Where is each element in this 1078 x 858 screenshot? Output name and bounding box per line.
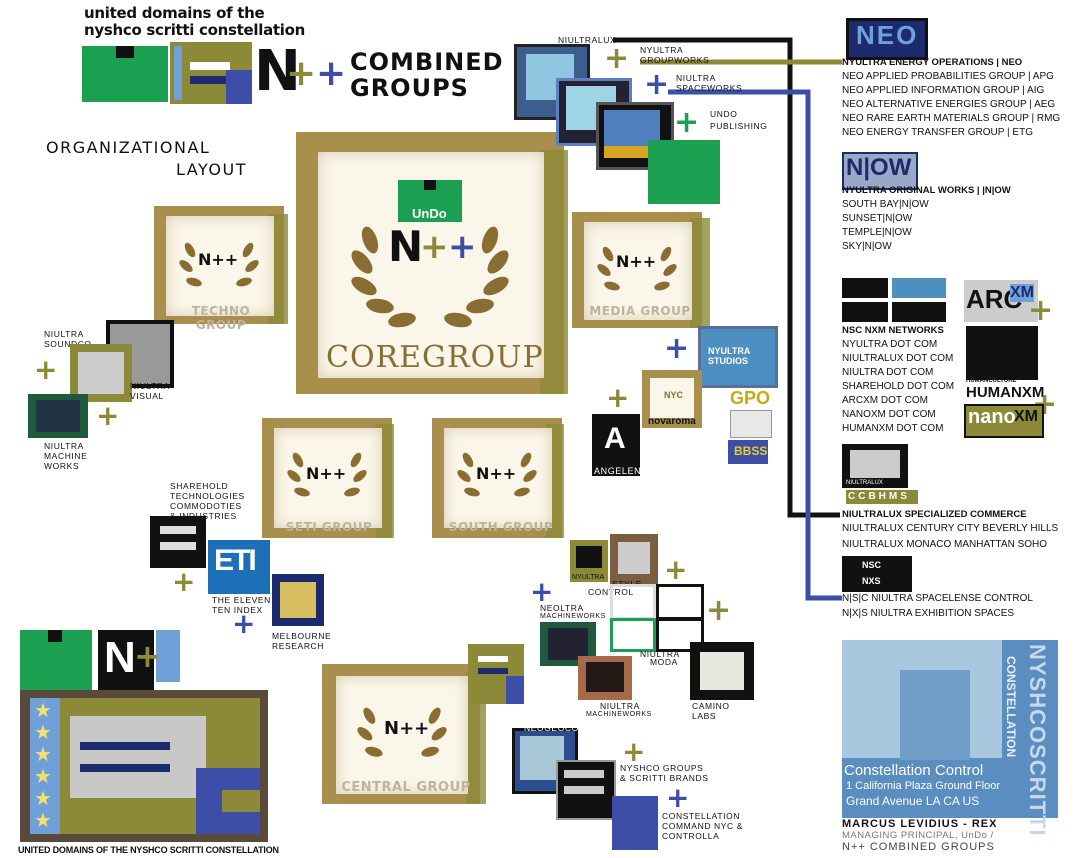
niow-title: NYULTRA ORIGINAL WORKS | |N|OW xyxy=(842,185,1011,196)
list-item[interactable]: NIULTRALUX CENTURY CITY BEVERLY HILLS xyxy=(842,523,1059,534)
gpo-logo[interactable]: GPO xyxy=(730,388,771,408)
central-group-label: CENTRAL GROUP xyxy=(341,780,471,795)
list-item[interactable]: NANOXM DOT COM xyxy=(842,409,936,420)
seti-group-label: SETI GROUP xyxy=(285,520,373,534)
list-item[interactable]: NIULTRALUX MONACO MANHATTAN SOHO xyxy=(842,539,1048,550)
media-group-label: MEDIA GROUP xyxy=(589,304,691,318)
header-title-line2: nyshco scritti constellation xyxy=(84,21,305,39)
list-item[interactable]: N|X|S NIULTRA EXHIBITION SPACES xyxy=(842,608,1015,619)
org-layout-line2: LAYOUT xyxy=(176,160,247,179)
laurel-icon xyxy=(287,452,367,497)
principal-role: MANAGING PRINCIPAL, UnDo / xyxy=(842,830,994,841)
humanxm-logo[interactable] xyxy=(966,326,1038,380)
list-item[interactable]: SKY|N|OW xyxy=(842,241,892,252)
connector-blue xyxy=(668,89,842,601)
list-item[interactable]: NEO APPLIED INFORMATION GROUP | AIG xyxy=(842,85,1045,96)
list-item[interactable]: ARCXM DOT COM xyxy=(842,395,928,406)
header-plus-olive: + xyxy=(286,53,317,94)
nanoxm-logo[interactable] xyxy=(964,404,1044,438)
list-item[interactable]: NEO ALTERNATIVE ENERGIES GROUP | AEG xyxy=(842,99,1056,110)
laurel-icon xyxy=(357,707,447,757)
header-plus-blue: + xyxy=(316,53,347,94)
nsc-nxm-logo[interactable] xyxy=(842,278,950,322)
green-block-notch xyxy=(116,46,134,58)
nsc-title: NSC NXM NETWORKS xyxy=(842,325,944,336)
list-item[interactable]: HUMANXM DOT COM xyxy=(842,423,944,434)
principal-org: N++ COMBINED GROUPS xyxy=(842,841,995,853)
nyultra-studios-logo[interactable] xyxy=(698,326,778,388)
header-title-line1: united domains of the xyxy=(84,4,265,22)
principal-name: MARCUS LEVIDIUS - REX xyxy=(842,818,998,830)
star-icon: ★★★★★★ xyxy=(34,700,52,832)
list-item[interactable]: NYULTRA DOT COM xyxy=(842,339,938,350)
core-laurel-icon xyxy=(351,226,509,328)
list-item[interactable]: SHAREHOLD DOT COM xyxy=(842,381,955,392)
gpo-image xyxy=(730,410,772,438)
list-item[interactable]: N|S|C NIULTRA SPACELENSE CONTROL xyxy=(842,593,1033,604)
nsc-nxs-logo[interactable] xyxy=(842,556,912,592)
connector-black xyxy=(613,37,840,518)
list-item[interactable]: NEO ENERGY TRANSFER GROUP | ETG xyxy=(842,127,1033,138)
constellation-command-block[interactable] xyxy=(612,796,658,850)
stars-strip xyxy=(30,698,60,834)
groups-label: GROUPS xyxy=(350,74,469,102)
list-item[interactable]: NEO RARE EARTH MATERIALS GROUP | RMG xyxy=(842,113,1061,124)
bbss-logo[interactable] xyxy=(728,440,768,464)
niultralux-title: NIULTRALUX SPECIALIZED COMMERCE xyxy=(842,509,1027,520)
laurel-icon xyxy=(597,246,677,291)
list-item[interactable]: SOUTH BAY|N|OW xyxy=(842,199,929,210)
list-item[interactable]: SUNSET|N|OW xyxy=(842,213,913,224)
eti-logo[interactable] xyxy=(208,540,270,594)
list-item[interactable]: TEMPLE|N|OW xyxy=(842,227,912,238)
neo-logo[interactable] xyxy=(846,18,928,60)
techno-group-label: TECHNO GROUP xyxy=(191,304,251,332)
org-layout-line1: ORGANIZATIONAL xyxy=(46,138,211,157)
vertical-brand: NYSHCOSCRITTI xyxy=(1025,644,1050,837)
list-item[interactable]: NIULTRALUX DOT COM xyxy=(842,353,954,364)
neo-title: NYULTRA ENERGY OPERATIONS | NEO xyxy=(842,57,1023,68)
bottom-logo-caption: UNITED DOMAINS OF THE NYSHCO SCRITTI CON… xyxy=(18,845,279,855)
header-n-letter: N xyxy=(254,39,301,104)
list-item[interactable]: NIULTRA DOT COM xyxy=(842,367,934,378)
list-item[interactable]: NEO APPLIED PROBABILITIES GROUP | APG xyxy=(842,71,1054,82)
angeleno-logo[interactable] xyxy=(592,414,640,476)
laurel-icon xyxy=(457,452,537,497)
laurel-icon xyxy=(179,242,259,287)
stars-strip xyxy=(174,46,182,100)
core-n-letter: N xyxy=(388,222,424,271)
coregroup-label: COREGROUP xyxy=(326,340,544,375)
undo-publishing-block xyxy=(648,140,720,204)
niow-logo[interactable] xyxy=(842,152,918,190)
combined-label: COMBINED xyxy=(350,48,504,76)
undo-badge-label: UnDo xyxy=(412,206,447,221)
south-group-label: SOUTH GROUP xyxy=(448,520,554,534)
